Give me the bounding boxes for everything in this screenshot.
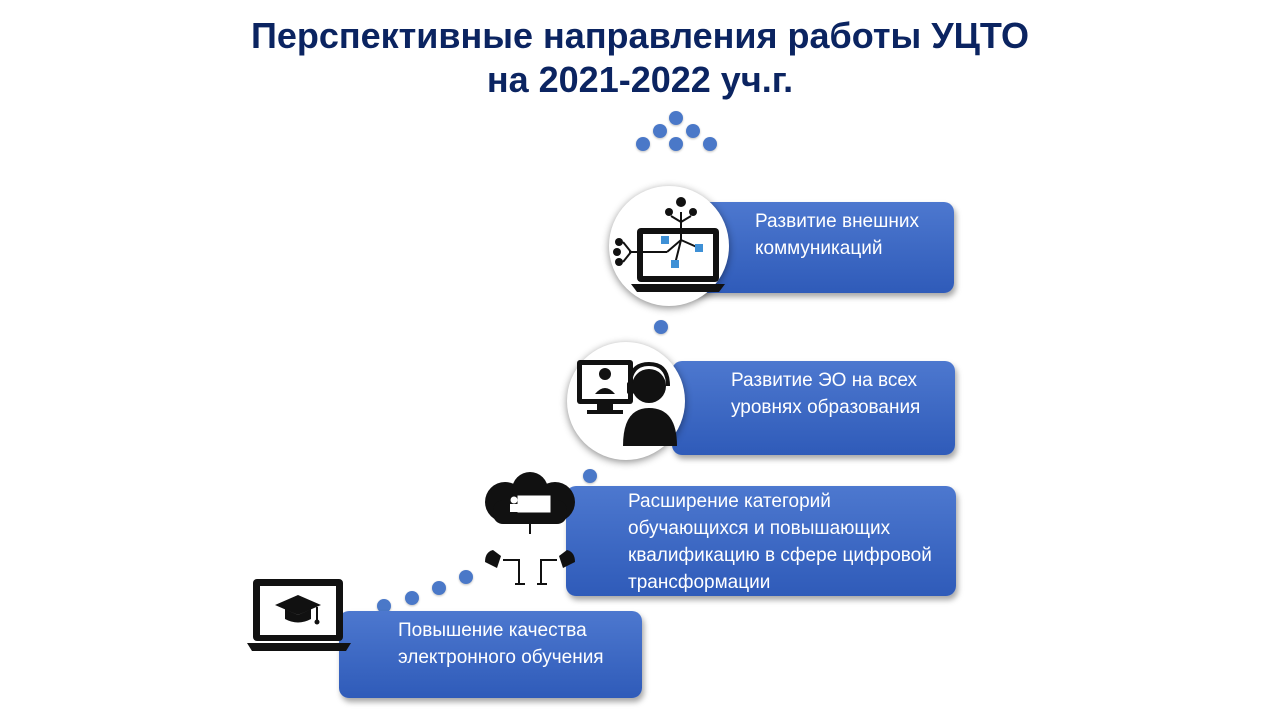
path-dot [432, 581, 446, 595]
path-dot [703, 137, 717, 151]
page-title: Перспективные направления работы УЦТО на… [0, 14, 1280, 102]
step-4-text: Развитие внешних коммуникаций [755, 211, 919, 259]
step-card-1: Повышение качества электронного обучения [339, 611, 642, 698]
path-dot [377, 599, 391, 613]
step-card-3: Развитие ЭО на всех уровнях образования [672, 361, 955, 455]
title-line-2: на 2021-2022 уч.г. [486, 59, 794, 100]
path-dot [636, 137, 650, 151]
step-2-text: Расширение категорий обучающихся и повыш… [628, 491, 932, 593]
path-dot [459, 570, 473, 584]
step-3-text: Развитие ЭО на всех уровнях образования [731, 370, 921, 418]
path-dot [654, 320, 668, 334]
path-dot [583, 469, 597, 483]
step-1-text: Повышение качества электронного обучения [398, 620, 604, 668]
step-card-4: Развитие внешних коммуникаций [687, 202, 954, 293]
online-teacher-headset-icon [567, 342, 685, 460]
path-dot [653, 124, 667, 138]
path-dot [686, 124, 700, 138]
path-dot [669, 137, 683, 151]
laptop-network-icon [609, 186, 729, 306]
cloud-classroom-icon [475, 472, 585, 597]
path-dot [405, 591, 419, 605]
step-card-2: Расширение категорий обучающихся и повыш… [566, 486, 956, 596]
path-dot [669, 111, 683, 125]
title-line-1: Перспективные направления работы УЦТО [250, 15, 1030, 56]
laptop-graduation-cap-icon [245, 577, 355, 655]
